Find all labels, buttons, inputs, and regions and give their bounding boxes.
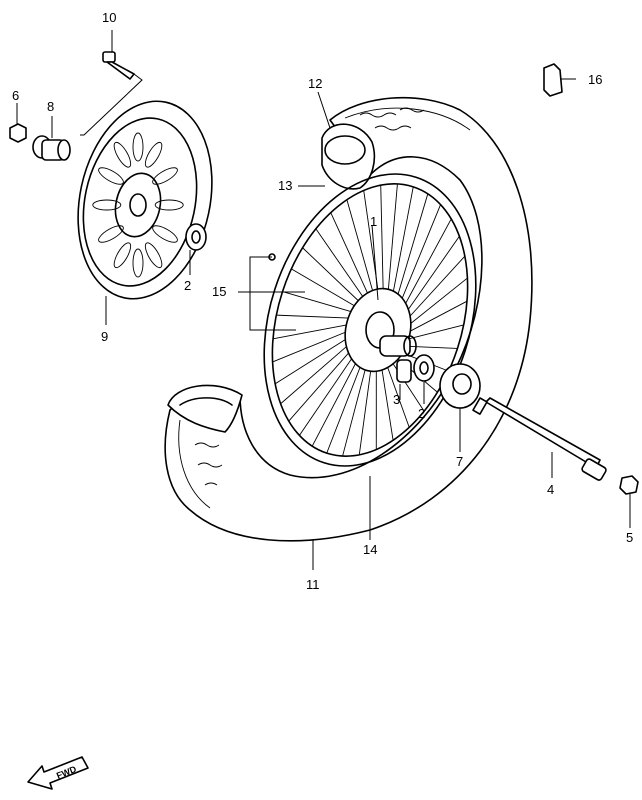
callout-14: 14 xyxy=(363,542,377,557)
disc-vent-slot xyxy=(144,242,163,269)
wheel-spoke xyxy=(342,355,370,457)
bearing-part-2-right xyxy=(413,354,435,382)
wheel-spoke xyxy=(288,341,359,422)
bearing-part-2-left xyxy=(185,223,207,251)
wheel-spoke xyxy=(358,357,373,455)
leader-lines xyxy=(16,30,631,570)
wheel-spoke xyxy=(280,337,358,405)
disc-vent-slot xyxy=(98,167,124,185)
callout-7: 7 xyxy=(456,454,463,469)
callout-labels: 1 2 2 3 4 5 6 7 8 9 10 11 12 13 14 15 16 xyxy=(12,10,633,592)
bolt-part-10 xyxy=(102,51,135,80)
tire-part-11 xyxy=(164,96,533,542)
brake-disc-part-9 xyxy=(77,100,213,300)
wheel-spoke xyxy=(386,183,398,305)
wheel-spoke xyxy=(397,218,452,319)
axle-part-4 xyxy=(472,397,607,481)
disc-vent-slot xyxy=(132,248,144,278)
callout-12: 12 xyxy=(308,76,322,91)
valve-cap-part-16 xyxy=(543,63,563,97)
wheel-spoke xyxy=(383,356,410,428)
disc-vent-slot xyxy=(152,167,178,185)
disc-vent-slot xyxy=(152,225,178,243)
disc-vent-slot xyxy=(113,242,132,269)
nut-part-6 xyxy=(9,123,27,143)
callout-10: 10 xyxy=(102,10,116,25)
wheel-spoke xyxy=(276,314,358,319)
callout-3: 3 xyxy=(393,392,400,407)
collar-part-7 xyxy=(439,363,481,409)
disc-vent-slot xyxy=(144,141,163,168)
axle-nut-part-5 xyxy=(619,475,639,495)
wheel-spoke xyxy=(272,327,357,363)
hub-part-1 xyxy=(344,287,417,373)
callout-6: 6 xyxy=(12,88,19,103)
callout-11: 11 xyxy=(306,577,320,592)
callout-16: 16 xyxy=(588,72,602,87)
callout-2a: 2 xyxy=(184,278,191,293)
wheel-spoke xyxy=(389,186,414,307)
disc-vent-slot xyxy=(154,199,184,211)
callout-4: 4 xyxy=(547,482,554,497)
callout-1: 1 xyxy=(370,214,377,229)
wheel-spoke xyxy=(326,352,366,454)
disc-vent-slot xyxy=(98,225,124,243)
disc-vent-slot xyxy=(132,132,144,162)
rim-part-14 xyxy=(263,173,477,467)
wheel-spoke xyxy=(291,268,363,311)
wheel-spoke xyxy=(311,349,364,447)
wheel-spoke xyxy=(395,204,441,314)
callout-15: 15 xyxy=(212,284,226,299)
wheel-spoke xyxy=(302,247,366,308)
wheel-spoke xyxy=(315,228,369,306)
disc-vent-slot xyxy=(113,141,132,168)
disc-vent-slot xyxy=(92,199,122,211)
spacer-part-3 xyxy=(396,359,412,383)
forward-direction-arrow-icon: FWD xyxy=(27,756,89,790)
bushing-part-8 xyxy=(32,135,71,161)
wheel-spoke xyxy=(282,291,360,315)
callout-8: 8 xyxy=(47,99,54,114)
wheel-spoke xyxy=(274,332,357,385)
callout-2b: 2 xyxy=(418,406,425,421)
wheel-spoke xyxy=(272,322,357,340)
wheel-spoke xyxy=(379,357,394,441)
callout-13: 13 xyxy=(278,178,292,193)
wheel-spoke xyxy=(380,185,384,303)
wheel-spoke xyxy=(330,212,373,304)
wheel-spoke xyxy=(387,355,425,412)
wheel-spoke xyxy=(346,199,377,303)
wheel-spoke xyxy=(299,346,361,436)
callout-5: 5 xyxy=(626,530,633,545)
callout-9: 9 xyxy=(101,329,108,344)
wheel-spoke xyxy=(398,236,460,323)
wheel-spoke xyxy=(392,193,429,311)
tube-part-13 xyxy=(321,123,376,190)
